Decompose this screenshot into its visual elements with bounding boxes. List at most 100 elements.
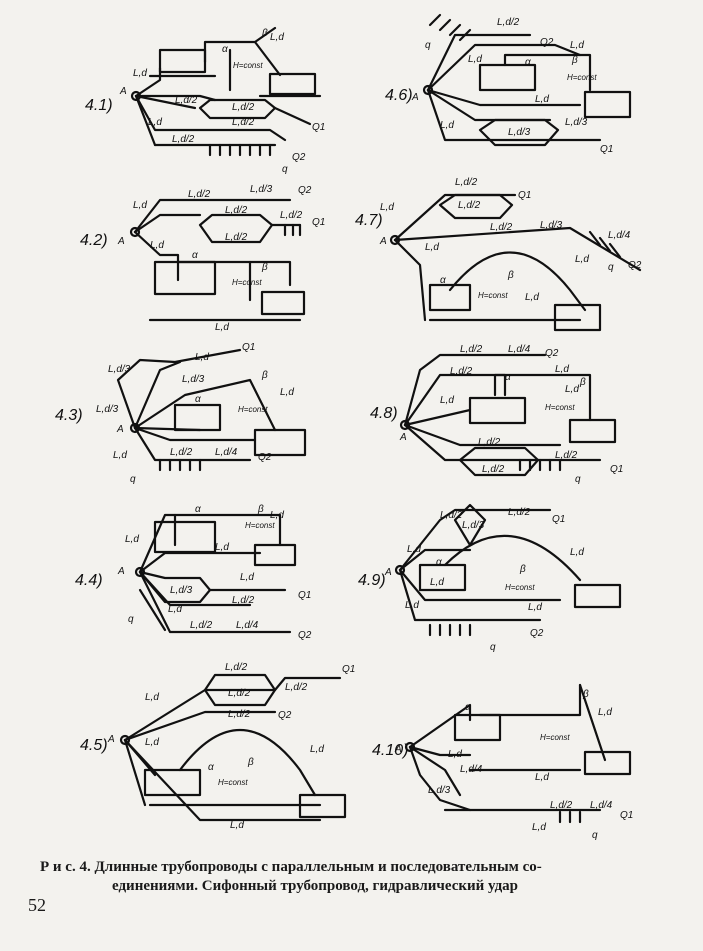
pipe-label: L,d <box>575 254 589 265</box>
pipe-label: L,d <box>133 68 147 79</box>
pipe-label: L,d <box>145 737 159 748</box>
flow-label: Q2 <box>530 628 544 639</box>
flow-label: Q1 <box>342 664 355 675</box>
angle-label: β <box>261 370 268 381</box>
figure-4-7 <box>389 193 642 332</box>
pipe-label: L,d <box>405 600 419 611</box>
load-label: q <box>490 642 496 653</box>
pipe-label: L,d/2 <box>440 510 463 521</box>
pipe-label: L,d/3 <box>565 117 588 128</box>
load-label: q <box>425 40 431 51</box>
figure-caption: Р и с. 4. Длинные трубопроводы с паралле… <box>40 858 680 896</box>
angle-label: β <box>257 504 264 515</box>
angle-label: α <box>208 762 214 773</box>
pipe-label: L,d/4 <box>236 620 259 631</box>
fig-number: 4.3) <box>55 407 83 424</box>
pipe-label: L,d <box>125 534 139 545</box>
pipe-label: L,d <box>240 572 254 583</box>
pipe-label: L,d <box>448 749 462 760</box>
figure-4-1 <box>130 26 322 157</box>
pipe-label: L,d/2 <box>232 102 255 113</box>
pipe-label: L,d <box>113 450 127 461</box>
pipe-label: L,d/2 <box>450 366 473 377</box>
pipe-label: H=const <box>218 778 248 787</box>
node-label: A <box>117 236 125 247</box>
pipe-label: L,d/2 <box>225 232 248 243</box>
pipe-label: L,d/2 <box>188 189 211 200</box>
pipe-label: L,d <box>430 577 444 588</box>
pipe-label: L,d/4 <box>608 230 631 241</box>
pipe-label: L,d <box>148 117 162 128</box>
flow-label: Q1 <box>552 514 565 525</box>
fig-number: 4.2) <box>80 232 108 249</box>
node-label: A <box>119 86 127 97</box>
pipe-label: L,d <box>168 604 182 615</box>
pipe-label: H=const <box>233 61 263 70</box>
node-label: A <box>394 744 402 755</box>
pipe-label: L,d <box>528 602 542 613</box>
pipe-label: L,d <box>145 692 159 703</box>
pipe-label: L,d/3 <box>108 364 131 375</box>
angle-label: β <box>247 757 254 768</box>
figure-numbers: 4.1) 4.2) 4.3) 4.4) 4.5) 4.6) 4.7) 4.8) … <box>55 87 413 759</box>
load-label: q <box>130 474 136 485</box>
flow-label: Q1 <box>600 144 613 155</box>
fig-number: 4.10) <box>372 742 408 759</box>
pipe-label: L,d <box>150 240 164 251</box>
flow-label: Q1 <box>312 122 325 133</box>
pipe-label: L,d/2 <box>228 688 251 699</box>
pipe-labels: L,d L,d/2 L,d/2 L,d/2 L,d L,d/2 L,d H=co… <box>96 17 642 841</box>
flow-label: Q2 <box>258 452 272 463</box>
node-label: A <box>117 566 125 577</box>
pipe-label: L,d/2 <box>490 222 513 233</box>
angle-label: α <box>436 557 442 568</box>
pipe-label: L,d/2 <box>232 117 255 128</box>
fig-number: 4.8) <box>370 405 398 422</box>
pipe-label: L,d/3 <box>96 404 119 415</box>
pipe-label: L,d <box>440 120 454 131</box>
pipe-label: L,d/2 <box>228 709 251 720</box>
caption-line-2: единениями. Сифонный трубопровод, гидрав… <box>112 878 519 894</box>
pipe-label: L,d <box>195 352 209 363</box>
fig-number: 4.6) <box>385 87 413 104</box>
node-label: A <box>107 734 115 745</box>
pipe-label: L,d <box>215 542 229 553</box>
pipe-label: L,d <box>555 364 569 375</box>
angle-label: α <box>195 504 201 515</box>
angle-label: α <box>525 57 531 68</box>
pipe-label: L,d <box>215 322 229 333</box>
figure-4-8 <box>399 353 617 477</box>
pipe-label: L,d <box>280 387 294 398</box>
angle-label: β <box>519 564 526 575</box>
figure-4-9 <box>394 503 622 637</box>
pipe-label: L,d/3 <box>462 520 485 531</box>
pipe-label: L,d/2 <box>285 682 308 693</box>
pipe-label: L,d/4 <box>460 764 483 775</box>
flow-label: Q1 <box>620 810 633 821</box>
angle-label: β <box>261 262 268 273</box>
pipe-label: L,d <box>440 395 454 406</box>
angle-label: β <box>261 28 268 39</box>
pipe-label: L,d <box>133 200 147 211</box>
pipe-label: L,d/2 <box>458 200 481 211</box>
pipe-label: L,d/4 <box>508 344 531 355</box>
figure-4-2 <box>129 198 306 322</box>
angle-label: α <box>222 44 228 55</box>
pipe-label: L,d <box>570 547 584 558</box>
angle-label: α <box>195 394 201 405</box>
flow-label: Q1 <box>298 590 311 601</box>
pipe-label: L,d <box>270 510 284 521</box>
node-label: A <box>384 567 392 578</box>
figure-4-3 <box>116 348 307 472</box>
fig-number: 4.7) <box>355 212 383 229</box>
pipe-label: L,d <box>525 292 539 303</box>
pipe-label: L,d <box>565 384 579 395</box>
pipe-label: L,d <box>468 54 482 65</box>
caption-line-1: Р и с. 4. Длинные трубопроводы с паралле… <box>40 859 542 875</box>
figure-4-4 <box>134 513 297 634</box>
node-label: A <box>411 92 419 103</box>
load-label: q <box>128 614 134 625</box>
node-label: A <box>379 236 387 247</box>
angle-label: α <box>440 275 446 286</box>
